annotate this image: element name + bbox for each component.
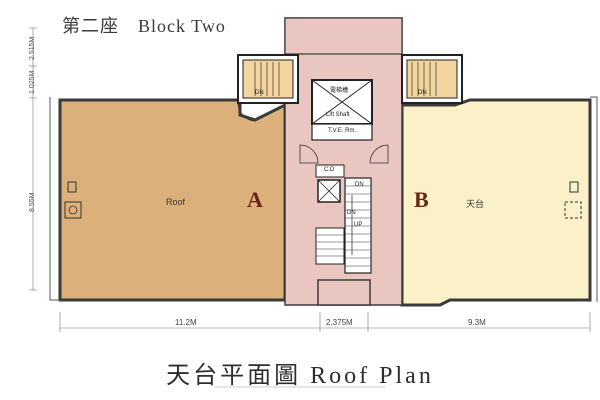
core-staircase <box>315 177 372 274</box>
right-stair-dn: DN <box>418 90 427 96</box>
roof-hatch-b <box>564 201 582 219</box>
dimension-93: 9.3M <box>468 318 486 327</box>
unit-b-parapet <box>590 96 598 302</box>
dimension-855: 8.55M <box>29 192 36 212</box>
plan-title: 天台平面圖 Roof Plan <box>166 363 434 389</box>
roof-hatch-a <box>64 201 82 219</box>
unit-a-letter: A <box>247 187 263 212</box>
horizontal-dimension-lines <box>59 312 591 332</box>
cd-label: C.D <box>324 167 335 173</box>
dimension-112: 11.2M <box>175 318 197 327</box>
lift-shaft-english: Lift Shaft <box>326 112 350 118</box>
unit-b-letter: B <box>414 187 429 212</box>
unit-b-roof-area <box>400 98 592 307</box>
left-stair-block <box>237 54 299 122</box>
vertical-dimension-lines <box>29 27 37 291</box>
roof-drain-a <box>67 181 77 193</box>
tve-room-label: T.V.E. Rm. <box>328 128 357 134</box>
tve-room <box>311 123 373 141</box>
page-title: 第二座 Block Two <box>62 16 226 36</box>
core-dn-label-2: DN <box>347 210 356 216</box>
left-stair-dn: DN <box>255 90 264 96</box>
roof-drain-b <box>569 181 579 193</box>
core-up-label: UP <box>354 222 363 228</box>
door-arc-right <box>369 144 389 164</box>
core-dn-label: DN <box>355 182 364 188</box>
dimension-2375: 2.375M <box>326 318 353 327</box>
unit-b-label: 天台 <box>466 199 485 209</box>
door-arc-left <box>299 144 319 164</box>
core-bottom-projection <box>317 279 371 306</box>
dimension-1025: 1.025M <box>29 70 36 94</box>
lift-shaft-chinese: 電梯槽 <box>330 88 349 94</box>
unit-a-label: Roof <box>166 197 186 207</box>
right-stair-block <box>401 54 463 104</box>
unit-a-parapet <box>49 97 60 301</box>
dimension-2515: 2.515M <box>29 36 36 60</box>
core-top-room <box>284 17 403 55</box>
cd-room <box>315 164 345 178</box>
